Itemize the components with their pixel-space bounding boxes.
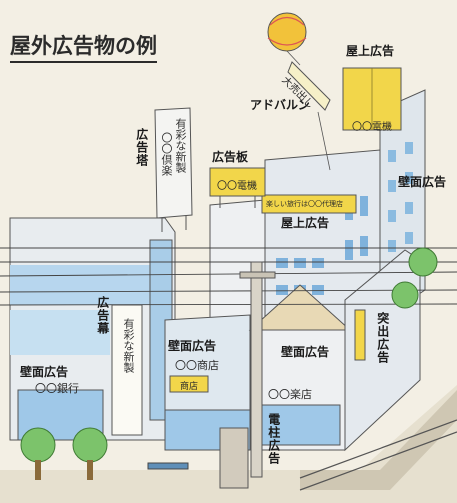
tower-text-1: 有彩な新製 xyxy=(174,118,187,173)
sidewalk-right xyxy=(300,390,457,490)
rooftop-strip-sign xyxy=(261,194,357,214)
advertising-tower xyxy=(154,107,193,219)
hanging-banner xyxy=(111,304,143,436)
label-projecting: 突出広告 xyxy=(375,312,390,364)
power-lines xyxy=(0,247,457,306)
page-title: 屋外広告物の例 xyxy=(10,30,157,63)
pole-sign-box xyxy=(219,427,249,489)
tower-text-2: 〇〇倶楽 xyxy=(160,132,173,176)
label-wall-right: 壁面広告 xyxy=(398,175,447,189)
rooftop-strip-text: 楽しい旅行は〇〇代理店 xyxy=(266,200,343,208)
label-pole: 電柱広告 xyxy=(266,413,281,465)
shop-wall-sign: 〇〇商店 xyxy=(175,359,219,372)
banner-text: 有彩な新製 xyxy=(122,318,135,373)
bank-sign: 〇〇銀行 xyxy=(35,382,79,395)
projecting-sign xyxy=(354,309,366,361)
shop-hanging-text: 商店 xyxy=(180,382,199,392)
billboard xyxy=(209,167,266,197)
label-wall-center: 壁面広告 xyxy=(168,339,217,353)
label-wall-lower: 壁面広告 xyxy=(281,345,330,359)
bench xyxy=(147,462,189,470)
tall-building-windows xyxy=(388,142,413,252)
left-building-glass xyxy=(10,265,160,305)
label-balloon: アドバルン xyxy=(250,98,310,112)
label-billboard: 広告板 xyxy=(212,150,249,164)
shop-hanging-sign xyxy=(169,375,209,393)
trees xyxy=(20,247,438,480)
label-banner: 広告幕 xyxy=(95,296,110,335)
rooftop-box-text: 〇〇電機 xyxy=(352,122,392,133)
label-rooftop-mid: 屋上広告 xyxy=(281,216,330,230)
billboard-text: 〇〇電機 xyxy=(217,181,257,192)
label-wall-left: 壁面広告 xyxy=(20,365,69,379)
label-rooftop-top: 屋上広告 xyxy=(346,44,395,58)
label-tower: 広告塔 xyxy=(134,128,149,167)
store-wall-sign: 〇〇楽店 xyxy=(268,388,312,401)
utility-pole xyxy=(250,261,263,478)
balloon-banner xyxy=(287,61,331,111)
